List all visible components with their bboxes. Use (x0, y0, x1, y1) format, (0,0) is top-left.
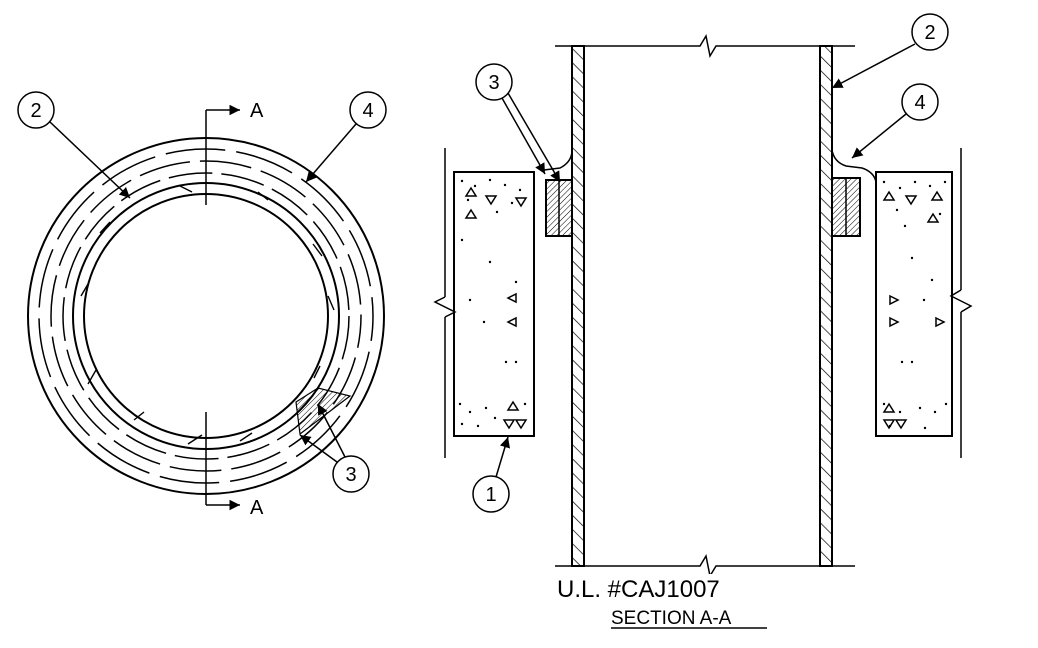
section-mark-bottom: A (250, 497, 264, 519)
section-callout-3-label: 3 (488, 72, 499, 94)
pipe-wall-right (819, 45, 833, 567)
section-title: SECTION A-A (611, 608, 732, 629)
section-callout-1-bubble (472, 475, 510, 513)
section-callout-2-bubble (911, 13, 949, 51)
pipe-wall-left (571, 45, 585, 567)
left-concrete-slab (433, 148, 535, 458)
sealant-patch (295, 387, 352, 436)
callout-2-leader (49, 121, 131, 199)
callout-3-leader-a (317, 403, 346, 458)
section-view: 3 2 4 1 (433, 13, 973, 579)
section-mark-top: A (250, 100, 264, 122)
section-callout-3-bubble (475, 63, 513, 101)
callout-3-leader-b (299, 434, 338, 463)
section-callout-2-label: 2 (924, 22, 935, 44)
section-callout-4-leader (851, 113, 907, 159)
section-callout-4-label: 4 (914, 92, 925, 114)
section-callout-1-leader (495, 436, 511, 478)
fill-curve-right (831, 149, 877, 183)
callout-4-leader (305, 123, 357, 183)
right-concrete-slab (875, 148, 973, 458)
callout-4-bubble (349, 91, 387, 129)
pipe-inner-circle (83, 193, 329, 439)
callout-2-label: 2 (30, 100, 41, 122)
section-callout-2-leader (831, 43, 916, 89)
ul-number: U.L. #CAJ1007 (557, 576, 720, 603)
pipe-wall-hatching (80, 185, 335, 445)
callout-4-label: 4 (362, 100, 373, 122)
section-callout-1-label: 1 (485, 484, 496, 506)
callout-2-bubble (17, 91, 55, 129)
bottom-break-line (555, 553, 855, 579)
callout-3-label: 3 (345, 464, 356, 486)
section-callout-3-leader-a (501, 97, 546, 175)
callout-3-bubble (332, 455, 370, 493)
section-callout-3-leader-b (507, 92, 561, 183)
fill-curve-left (543, 149, 573, 171)
section-callout-4-bubble (901, 83, 939, 121)
top-break-line (555, 33, 855, 59)
plan-view: A A 2 4 3 (17, 91, 387, 519)
